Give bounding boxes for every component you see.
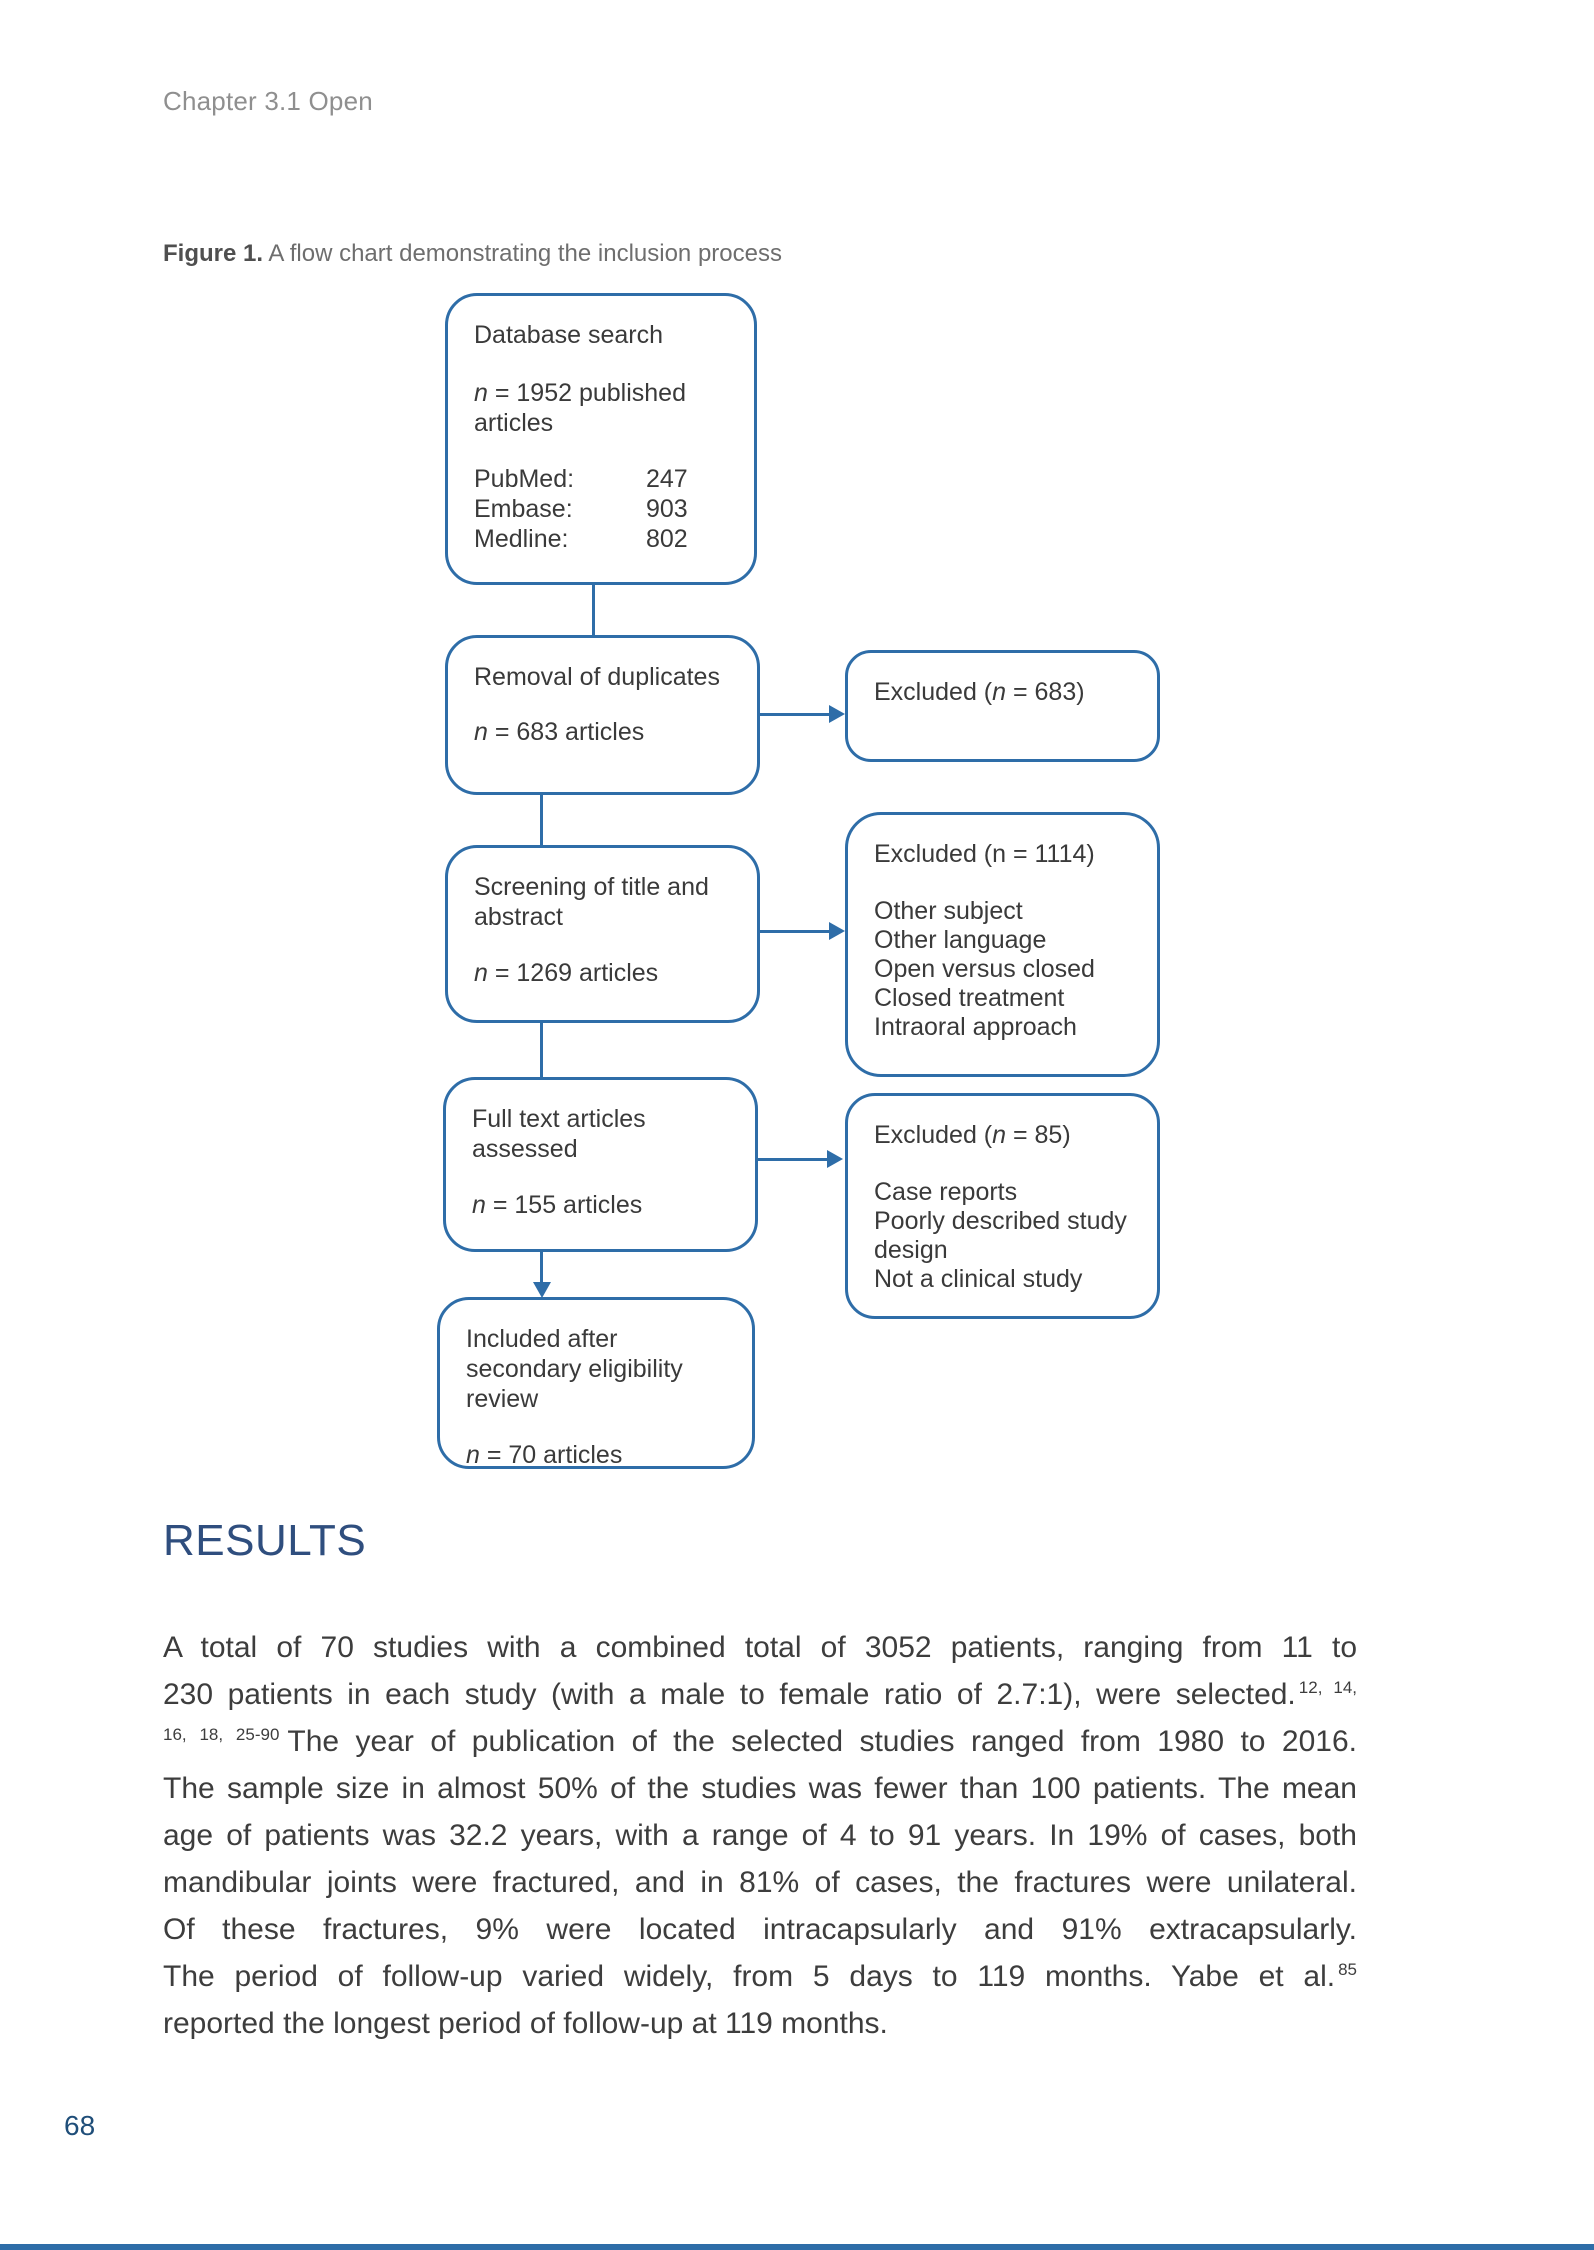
box-title: Removal of duplicates [474,663,720,691]
results-heading: RESULTS [163,1516,367,1565]
excluded-reason: Poorly described study design [874,1207,1127,1264]
paragraph-line: age of patients was 32.2 years, with a r… [163,1819,1357,1852]
footer-accent-bar [0,2244,1594,2250]
excluded-heading: Excluded (n = 683) [874,678,1085,706]
figure-caption-text: A flow chart demonstrating the inclusion… [263,240,782,267]
excluded-reason: Case reports [874,1178,1018,1206]
excluded-reason: Open versus closed [874,955,1095,983]
arrowhead-down-icon [533,1282,551,1298]
excluded-reason: Other subject [874,897,1023,925]
box-screening: Screening of title and abstract n = 1269… [445,845,760,1023]
box-n-count: n = 683 articles [474,718,645,746]
box-n-count: n = 1952 published articles [474,379,686,437]
stat-row-embase: Embase: 903 [474,495,688,523]
flowchart-figure1: Database search n = 1952 published artic… [437,293,1160,1469]
box-n-count: n = 1269 articles [474,959,659,987]
arrowhead-right-icon [829,922,845,940]
box-fulltext-assessed: Full text articles assessed n = 155 arti… [443,1077,758,1252]
results-paragraph: A total of 70 studies with a combined to… [163,1624,1357,2047]
box-title: Screening of title and abstract [474,873,709,931]
box-excluded-duplicates: Excluded (n = 683) [845,650,1160,762]
connector-box2-box3 [540,795,543,845]
connector-box1-box2 [592,585,595,635]
chapter-header: Chapter 3.1 Open [163,86,373,116]
connector-box3-box4 [540,1023,543,1077]
arrowhead-right-icon [829,705,845,723]
citation-superscript: 12, 14, [1298,1678,1357,1697]
excluded-heading: Excluded (n = 1114) [874,840,1095,868]
excluded-heading: Excluded (n = 85) [874,1121,1071,1149]
paragraph-line: The sample size in almost 50% of the stu… [163,1772,1357,1805]
paragraph-line: 230 patients in each study (with a male … [163,1678,1357,1711]
box-excluded-fulltext: Excluded (n = 85) Case reports Poorly de… [845,1093,1160,1319]
paragraph-line: mandibular joints were fractured, and in… [163,1866,1357,1899]
connector-box4-box5 [540,1252,543,1284]
excluded-reason: Not a clinical study [874,1265,1083,1293]
stat-row-medline: Medline: 802 [474,525,688,553]
stat-row-pubmed: PubMed: 247 [474,465,688,493]
paragraph-line: A total of 70 studies with a combined to… [163,1631,1357,1664]
paragraph-line: Of these fractures, 9% were located intr… [163,1913,1357,1946]
connector-box4-excluded3 [758,1158,830,1161]
box-database-search: Database search n = 1952 published artic… [445,293,757,585]
excluded-reasons: Other subject Other language Open versus… [874,897,1131,1042]
excluded-reasons: Case reports Poorly described study desi… [874,1178,1131,1294]
paragraph-line: The period of follow-up varied widely, f… [163,1960,1357,1993]
paragraph-line: reported the longest period of follow-up… [163,2007,888,2040]
box-title: Database search [474,321,664,349]
page-number: 68 [64,2110,96,2141]
box-n-count: n = 70 articles [466,1441,623,1469]
excluded-reason: Other language [874,926,1047,954]
excluded-reason: Intraoral approach [874,1013,1077,1041]
citation-superscript: 16, 18, 25-90 [163,1725,280,1744]
figure-label: Figure 1. [163,240,264,267]
box-n-count: n = 155 articles [472,1191,643,1219]
box-excluded-screening: Excluded (n = 1114) Other subject Other … [845,812,1160,1077]
box-removal-duplicates: Removal of duplicates n = 683 articles [445,635,760,795]
citation-superscript: 85 [1338,1960,1357,1979]
excluded-reason: Closed treatment [874,984,1065,1012]
figure-caption: Figure 1. A flow chart demonstrating the… [163,240,782,268]
connector-box2-excluded1 [760,713,832,716]
arrowhead-right-icon [827,1150,843,1168]
box-title: Full text articles assessed [472,1105,646,1163]
connector-box3-excluded2 [760,930,832,933]
box-title: Included after secondary eligibility rev… [466,1325,683,1413]
